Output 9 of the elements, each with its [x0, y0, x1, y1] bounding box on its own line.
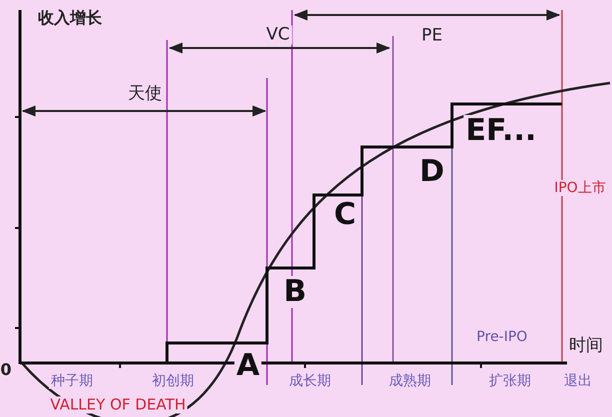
- range-label: 天使: [126, 84, 164, 104]
- stage-label: 成长期: [287, 373, 333, 389]
- valley-label: VALLEY OF DEATH: [48, 396, 188, 414]
- stage-label: 扩张期: [487, 373, 533, 389]
- stage-label: 初创期: [150, 373, 196, 389]
- stage-label: 成熟期: [387, 373, 433, 389]
- axis-title: 收入增长: [36, 9, 104, 27]
- range-label: VC: [264, 26, 292, 44]
- stage-label: 种子期: [49, 373, 95, 389]
